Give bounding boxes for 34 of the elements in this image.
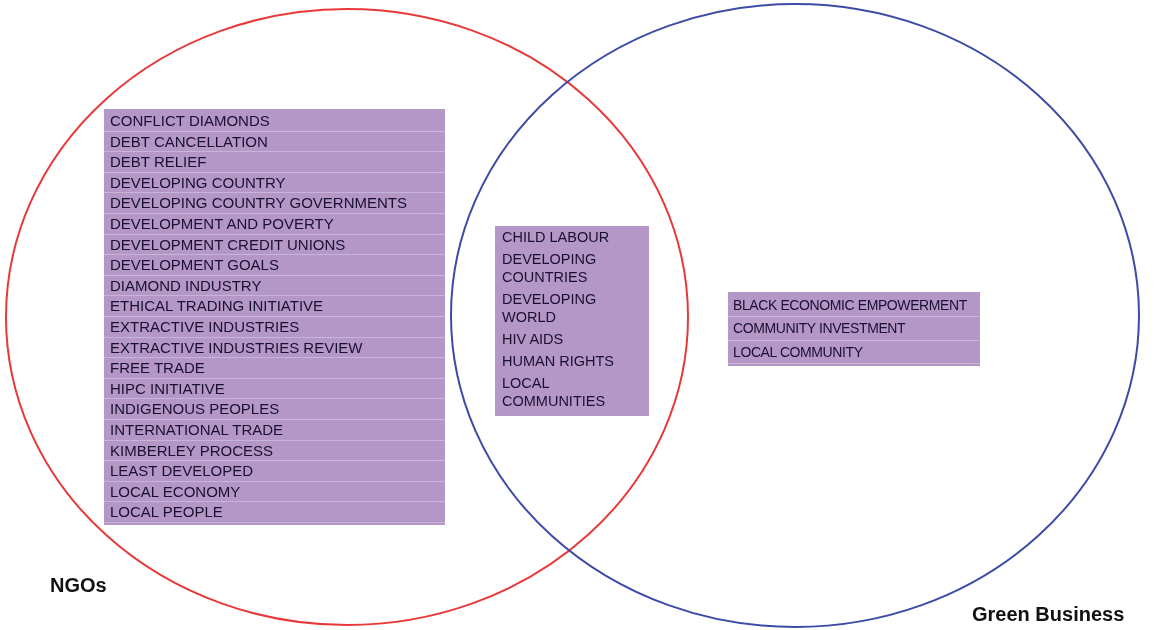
term-item: ETHICAL TRADING INITIATIVE bbox=[104, 296, 445, 317]
term-item: HUMAN RIGHTS bbox=[501, 352, 615, 371]
term-item: LOCAL COMMUNITIES bbox=[501, 374, 607, 411]
term-item: DEVELOPMENT AND POVERTY bbox=[104, 213, 445, 235]
term-item: DEVELOPMENT GOALS bbox=[104, 255, 445, 276]
term-item: INTERNATIONAL TRADE bbox=[104, 419, 445, 441]
term-item: LOCAL PEOPLE bbox=[104, 502, 445, 523]
term-item: CHILD LABOUR bbox=[501, 228, 611, 247]
term-item: FREE TRADE bbox=[104, 358, 445, 379]
term-item: DIAMOND INDUSTRY bbox=[104, 275, 445, 297]
term-item: EXTRACTIVE INDUSTRIES bbox=[104, 316, 445, 338]
term-item: HIPC INITIATIVE bbox=[104, 378, 445, 400]
term-list-panel bbox=[495, 226, 649, 416]
term-list-panel bbox=[104, 109, 445, 525]
term-item: DEVELOPING COUNTRY GOVERNMENTS bbox=[104, 193, 445, 214]
set-label: NGOs bbox=[50, 574, 107, 597]
term-item: LEAST DEVELOPED bbox=[104, 461, 445, 482]
term-item: KIMBERLEY PROCESS bbox=[104, 440, 445, 462]
term-item: DEVELOPING COUNTRY bbox=[104, 172, 445, 194]
set-label: Green Business bbox=[972, 603, 1125, 626]
term-item: HIV AIDS bbox=[501, 330, 565, 349]
term-item: EXTRACTIVE INDUSTRIES REVIEW bbox=[104, 337, 445, 359]
term-item: INDIGENOUS PEOPLES bbox=[104, 399, 445, 420]
term-item: CONFLICT DIAMONDS bbox=[104, 111, 445, 132]
term-item: DEBT CANCELLATION bbox=[104, 131, 445, 153]
term-item: BLACK ECONOMIC EMPOWERMENT bbox=[728, 294, 980, 318]
term-item: DEVELOPING WORLD bbox=[501, 290, 598, 327]
term-item: DEVELOPING COUNTRIES bbox=[501, 250, 598, 287]
term-list-panel bbox=[728, 292, 980, 366]
term-item: LOCAL COMMUNITY bbox=[728, 340, 980, 364]
term-item: DEVELOPMENT CREDIT UNIONS bbox=[104, 234, 445, 256]
term-item: LOCAL ECONOMY bbox=[104, 481, 445, 503]
term-item: COMMUNITY INVESTMENT bbox=[728, 317, 980, 341]
term-item: DEBT RELIEF bbox=[104, 152, 445, 173]
